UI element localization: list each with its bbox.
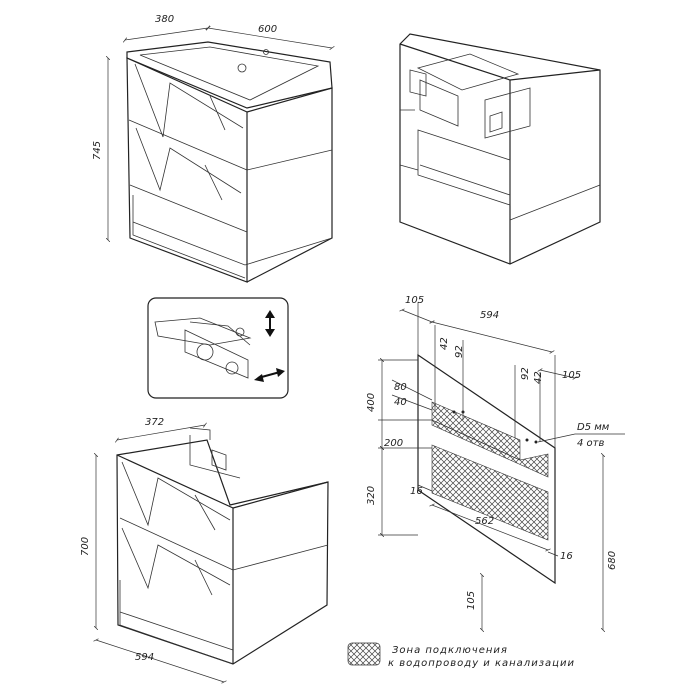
dimension-92-right: 92 — [520, 367, 531, 380]
cabinet-front-view — [126, 41, 333, 283]
arrow-left-right-icon — [254, 368, 285, 382]
dim-label: 105 — [405, 295, 424, 306]
connection-wall-plan — [378, 302, 556, 585]
dim-label: 594 — [135, 652, 154, 663]
hinge-detail — [147, 297, 289, 399]
dim-label: 40 — [394, 397, 407, 408]
hole-count-label: 4 отв — [577, 438, 604, 449]
dimension-320: 320 — [366, 448, 382, 535]
dim-label: 562 — [475, 516, 494, 527]
dim-label: 745 — [92, 141, 103, 160]
dimension-562: 562 — [432, 505, 548, 550]
dim-label: 200 — [384, 438, 403, 449]
hatched-zone-band — [431, 419, 549, 478]
dimension-40: 40 — [394, 397, 407, 408]
dim-label: 92 — [520, 367, 531, 380]
dimension-745: 745 — [92, 58, 108, 240]
dim-label: 42 — [439, 337, 450, 350]
dim-label: 380 — [155, 14, 174, 25]
dim-label: 600 — [258, 24, 277, 35]
legend-swatch — [347, 642, 381, 666]
dimension-200: 200 — [384, 438, 403, 449]
legend: Зона подключения к водопроводу и канализ… — [347, 642, 575, 669]
dimension-400: 400 — [366, 360, 382, 448]
arrow-up-down-icon — [265, 310, 275, 337]
dimension-92-left: 92 — [454, 345, 465, 358]
dimension-16-right: 16 — [547, 551, 573, 562]
dim-label: 400 — [366, 393, 377, 412]
dim-label: 16 — [410, 486, 423, 497]
dim-label: 372 — [145, 417, 164, 428]
dimension-105-bottom: 105 — [466, 575, 482, 630]
dim-label: 105 — [562, 370, 581, 381]
dim-label: 16 — [560, 551, 573, 562]
dimension-700: 700 — [80, 455, 96, 628]
dimension-380: 380 — [125, 14, 208, 40]
dim-label: 680 — [607, 551, 618, 570]
dimension-16-left: 16 — [410, 484, 433, 497]
hole-callout: D5 мм 4 отв — [537, 422, 625, 449]
dimension-594-plan: 594 — [432, 310, 552, 352]
dim-label: 594 — [480, 310, 499, 321]
dim-label: 42 — [533, 371, 544, 384]
legend-line-1: Зона подключения — [392, 645, 508, 656]
dimension-105-top: 105 — [402, 295, 432, 322]
dimension-105-right: 105 — [540, 370, 581, 381]
legend-line-2: к водопроводу и канализации — [388, 658, 575, 669]
dim-label: 105 — [466, 591, 477, 610]
dimension-680: 680 — [603, 455, 618, 630]
dimension-42-left: 42 — [439, 337, 450, 350]
dimension-594-bottom: 594 — [96, 640, 224, 682]
dim-label: 700 — [80, 537, 91, 556]
hole-size-label: D5 мм — [577, 422, 610, 433]
dim-label: 320 — [366, 486, 377, 505]
dimension-372: 372 — [117, 417, 205, 440]
cabinet-base-view — [116, 427, 329, 665]
detail-frame — [147, 297, 289, 399]
dimension-600: 600 — [208, 24, 332, 48]
cabinet-interior-view — [399, 33, 601, 265]
dimension-80: 80 — [394, 382, 407, 393]
dimension-42-right: 42 — [533, 371, 544, 384]
dim-label: 80 — [394, 382, 407, 393]
dim-label: 92 — [454, 345, 465, 358]
